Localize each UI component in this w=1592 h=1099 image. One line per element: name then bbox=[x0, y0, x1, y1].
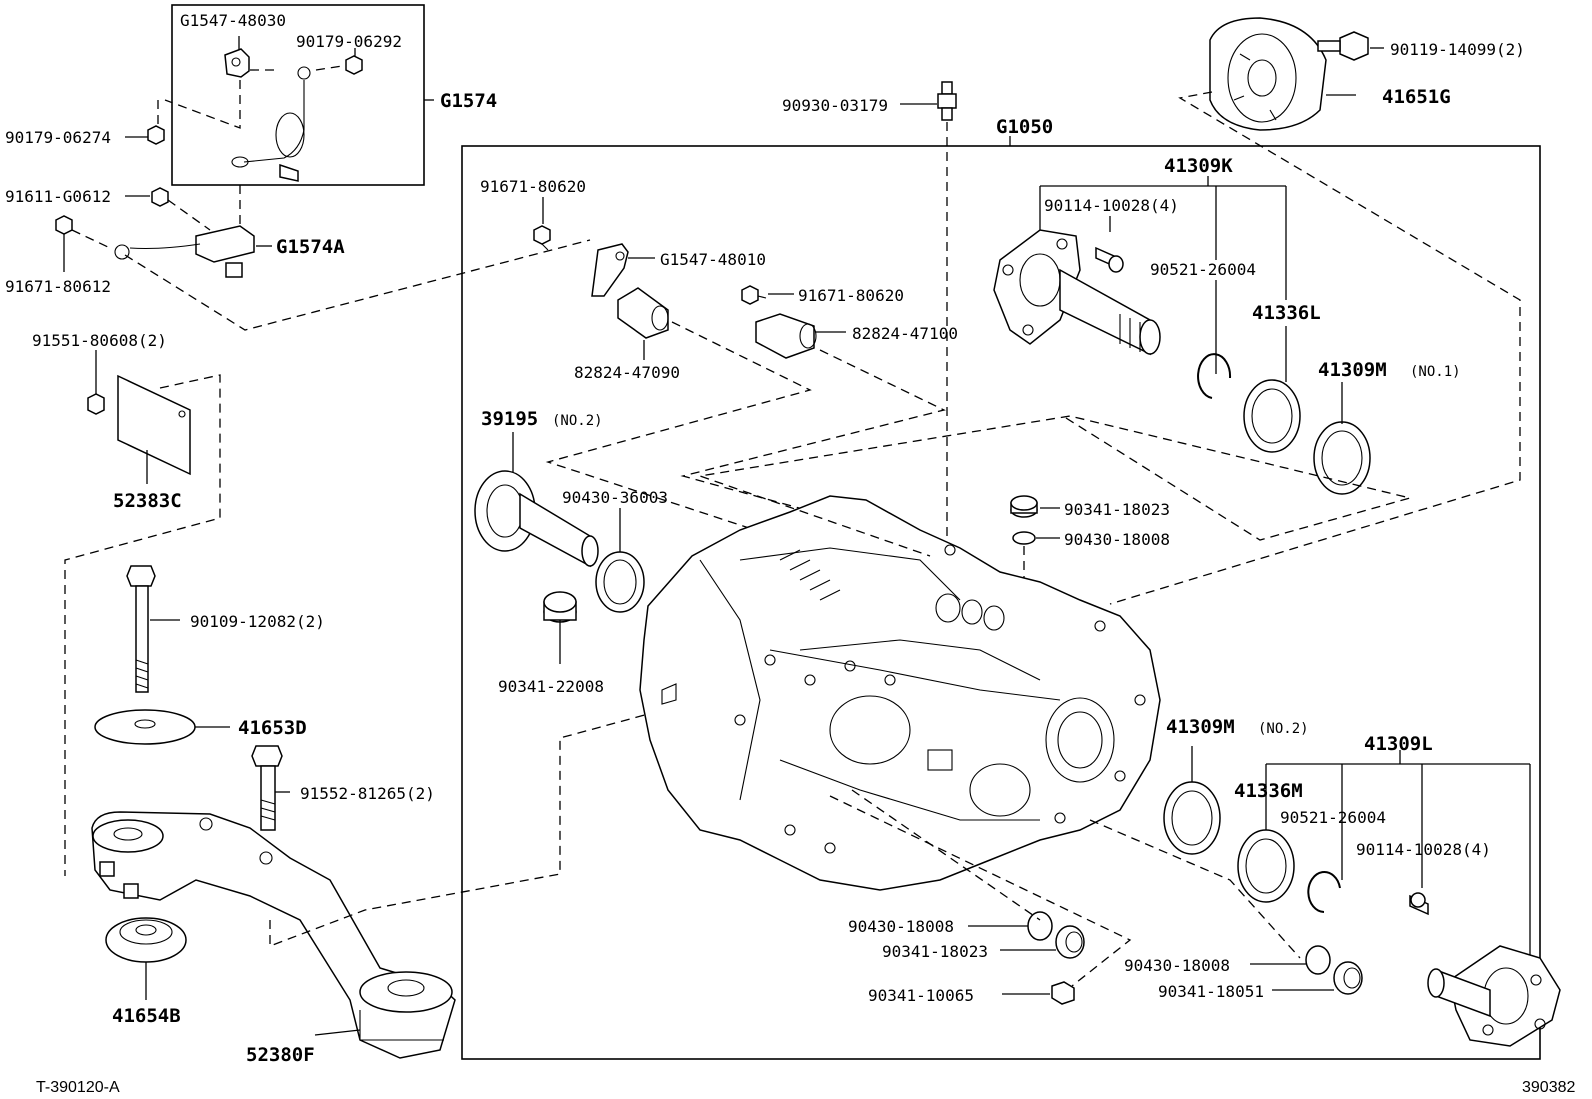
label-90430-36003: 90430-36003 bbox=[562, 488, 668, 507]
label-90341-18023-a: 90341-18023 bbox=[1064, 500, 1170, 519]
gasket-90430-18008-b-part[interactable] bbox=[1027, 911, 1053, 941]
label-90114-10028-b: 90114-10028(4) bbox=[1356, 840, 1491, 859]
seal-41336m-part[interactable] bbox=[1237, 829, 1295, 903]
label-91551-80608: 91551-80608(2) bbox=[32, 331, 167, 350]
label-41653d: 41653D bbox=[238, 717, 307, 739]
label-90341-18051: 90341-18051 bbox=[1158, 982, 1264, 1001]
transfer-case-housing-part[interactable] bbox=[639, 495, 1161, 891]
bolt-90114-10028-b-part[interactable] bbox=[1409, 892, 1429, 916]
label-90341-18023-b: 90341-18023 bbox=[882, 942, 988, 961]
label-41651g: 41651G bbox=[1382, 86, 1451, 108]
label-82824-47100: 82824-47100 bbox=[852, 324, 958, 343]
label-52380f: 52380F bbox=[246, 1044, 315, 1066]
label-90179-06292: 90179-06292 bbox=[296, 32, 402, 51]
bolt-91671-80612-part[interactable] bbox=[55, 215, 73, 235]
label-g1547-48010: G1547-48010 bbox=[660, 250, 766, 269]
speed-sensor-82824-47090-part[interactable] bbox=[617, 287, 669, 339]
label-91671-80620-b: 91671-80620 bbox=[798, 286, 904, 305]
sensor-bracket-part[interactable] bbox=[224, 48, 250, 78]
label-g1574a: G1574A bbox=[276, 236, 345, 258]
seal-41309m-no2-part[interactable] bbox=[1163, 781, 1221, 855]
plug-90341-18023-b-part[interactable] bbox=[1055, 925, 1085, 959]
bolt-90119-14099-part[interactable] bbox=[1317, 31, 1369, 61]
seal-90430-36003-part[interactable] bbox=[595, 551, 645, 613]
footer-diagram-id: T-390120-A bbox=[36, 1079, 120, 1096]
label-g1547-48030: G1547-48030 bbox=[180, 11, 286, 30]
label-41309l: 41309L bbox=[1364, 733, 1433, 755]
bolt-90109-12082-part[interactable] bbox=[126, 565, 156, 693]
wire-harness-clamp-part[interactable] bbox=[114, 225, 255, 278]
bolt-91551-80608-part[interactable] bbox=[87, 380, 105, 415]
bracket-g1547-48010-part[interactable] bbox=[591, 243, 629, 297]
g1574-group-box bbox=[171, 4, 425, 186]
bolt-91552-81265-part[interactable] bbox=[251, 745, 283, 831]
snap-ring-90521-26004-b-part[interactable] bbox=[1307, 871, 1341, 913]
label-41309m-2: 41309M bbox=[1166, 716, 1235, 738]
label-g1050: G1050 bbox=[996, 116, 1053, 138]
gasket-90430-18008-c-part[interactable] bbox=[1305, 945, 1331, 975]
footer-figure-number: 390382 bbox=[1522, 1079, 1575, 1096]
plug-90341-10065-part[interactable] bbox=[1051, 981, 1075, 1005]
snap-ring-90521-26004-a-part[interactable] bbox=[1197, 353, 1232, 399]
bolt-91671-80620-b-part[interactable] bbox=[741, 285, 767, 305]
breather-plug-90930-03179-part[interactable] bbox=[937, 81, 957, 121]
label-41336m: 41336M bbox=[1234, 780, 1303, 802]
label-41309m-1: 41309M bbox=[1318, 359, 1387, 381]
bolt-91611-g0612-part[interactable] bbox=[151, 187, 169, 207]
label-41336l: 41336L bbox=[1252, 302, 1321, 324]
label-g1574: G1574 bbox=[440, 90, 497, 112]
label-91671-80612: 91671-80612 bbox=[5, 277, 111, 296]
label-90114-10028-a: 90114-10028(4) bbox=[1044, 196, 1179, 215]
label-39195-note: (NO.2) bbox=[552, 413, 603, 429]
flange-41309k-part[interactable] bbox=[993, 229, 1161, 356]
label-90109-12082: 90109-12082(2) bbox=[190, 612, 325, 631]
label-41654b: 41654B bbox=[112, 1005, 181, 1027]
label-41309m-1-note: (NO.1) bbox=[1410, 364, 1461, 380]
washer-41653d-part[interactable] bbox=[94, 709, 196, 745]
label-90119-14099: 90119-14099(2) bbox=[1390, 40, 1525, 59]
label-82824-47090: 82824-47090 bbox=[574, 363, 680, 382]
label-52383c: 52383C bbox=[113, 490, 182, 512]
mount-41654b-part[interactable] bbox=[105, 917, 187, 963]
label-90521-26004-a: 90521-26004 bbox=[1150, 260, 1256, 279]
plug-90341-22008-part[interactable] bbox=[543, 591, 577, 623]
seal-41336l-part[interactable] bbox=[1243, 379, 1301, 453]
label-90179-06274: 90179-06274 bbox=[5, 128, 111, 147]
label-90430-18008-a: 90430-18008 bbox=[1064, 530, 1170, 549]
label-90341-10065: 90341-10065 bbox=[868, 986, 974, 1005]
ground-wire-part[interactable] bbox=[231, 66, 311, 182]
nut-90179-06274-part[interactable] bbox=[147, 125, 165, 145]
mounting-bracket-52380f-part[interactable] bbox=[91, 811, 456, 1059]
seal-41309m-no1-part[interactable] bbox=[1313, 421, 1371, 495]
label-90521-26004-b: 90521-26004 bbox=[1280, 808, 1386, 827]
plate-52383c-part[interactable] bbox=[117, 374, 191, 476]
gasket-90430-18008-a-part[interactable] bbox=[1012, 531, 1036, 545]
g1050-group-box bbox=[461, 145, 1541, 1060]
plug-90341-18051-part[interactable] bbox=[1333, 961, 1363, 995]
bolt-90114-10028-a-part[interactable] bbox=[1095, 246, 1124, 273]
plug-90341-18023-a-part[interactable] bbox=[1010, 495, 1038, 518]
label-41309m-2-note: (NO.2) bbox=[1258, 721, 1309, 737]
shaft-39195-part[interactable] bbox=[474, 470, 599, 568]
label-41309k: 41309K bbox=[1164, 155, 1233, 177]
companion-flange-41651g-part[interactable] bbox=[1209, 17, 1327, 131]
label-91552-81265: 91552-81265(2) bbox=[300, 784, 435, 803]
label-91611-g0612: 91611-G0612 bbox=[5, 187, 111, 206]
label-90930-03179: 90930-03179 bbox=[782, 96, 888, 115]
speed-sensor-82824-47100-part[interactable] bbox=[755, 313, 817, 359]
bolt-91671-80620-a-part[interactable] bbox=[533, 225, 551, 251]
label-90430-18008-c: 90430-18008 bbox=[1124, 956, 1230, 975]
label-90341-22008: 90341-22008 bbox=[498, 677, 604, 696]
label-90430-18008-b: 90430-18008 bbox=[848, 917, 954, 936]
nut-90179-06292-part[interactable] bbox=[345, 55, 363, 75]
flange-41309l-part[interactable] bbox=[1427, 945, 1561, 1047]
label-39195: 39195 bbox=[481, 408, 538, 430]
label-91671-80620-a: 91671-80620 bbox=[480, 177, 586, 196]
